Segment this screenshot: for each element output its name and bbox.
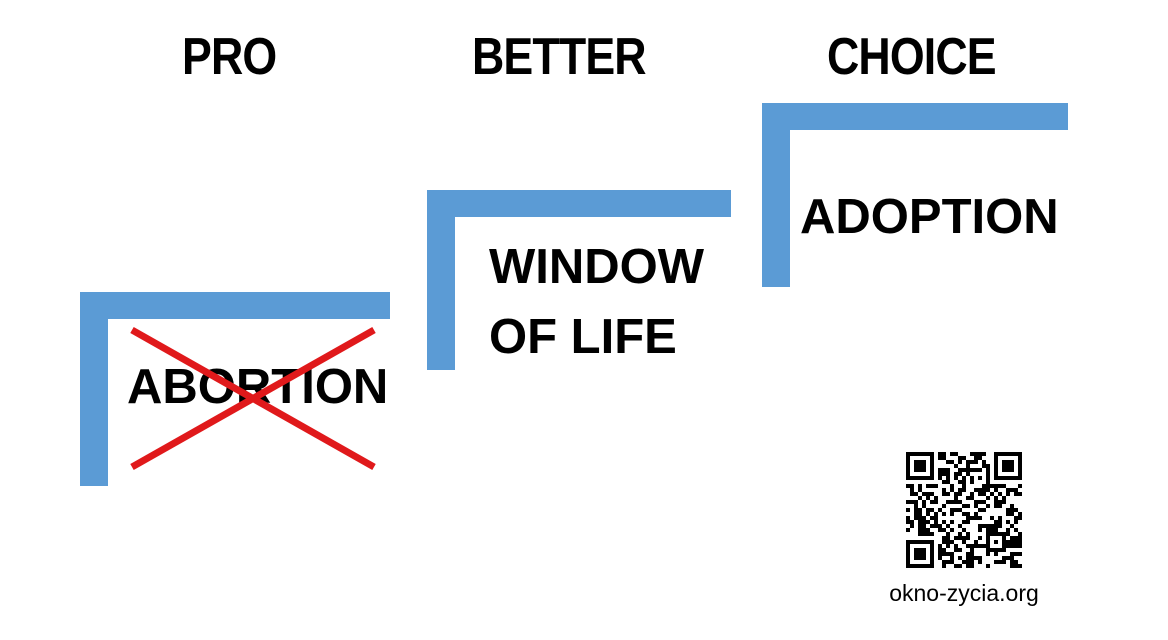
headline-word-pro: PRO [182, 28, 277, 86]
step-3-top-arm [762, 103, 1068, 130]
headline-word-better: BETTER [472, 28, 647, 86]
step-2-side-arm [427, 190, 455, 370]
step-bracket-2 [427, 190, 731, 370]
step-label-window-line-1: WINDOW [489, 240, 704, 294]
step-label-adoption: ADOPTION [800, 190, 1059, 244]
step-2-top-arm [427, 190, 731, 217]
step-1-top-arm [80, 292, 390, 319]
step-label-window-of-life: WINDOW OF LIFE [489, 232, 704, 372]
qr-block: okno-zycia.org [884, 452, 1044, 606]
headline-word-choice: CHOICE [827, 28, 997, 86]
step-label-window-line-2: OF LIFE [489, 310, 677, 364]
step-bracket-1 [80, 292, 390, 486]
step-1-side-arm [80, 292, 108, 486]
step-3-side-arm [762, 103, 790, 287]
step-bracket-3 [762, 103, 1068, 287]
red-cross-out-icon [130, 326, 376, 471]
qr-code-icon [906, 452, 1022, 568]
website-caption: okno-zycia.org [889, 580, 1039, 606]
